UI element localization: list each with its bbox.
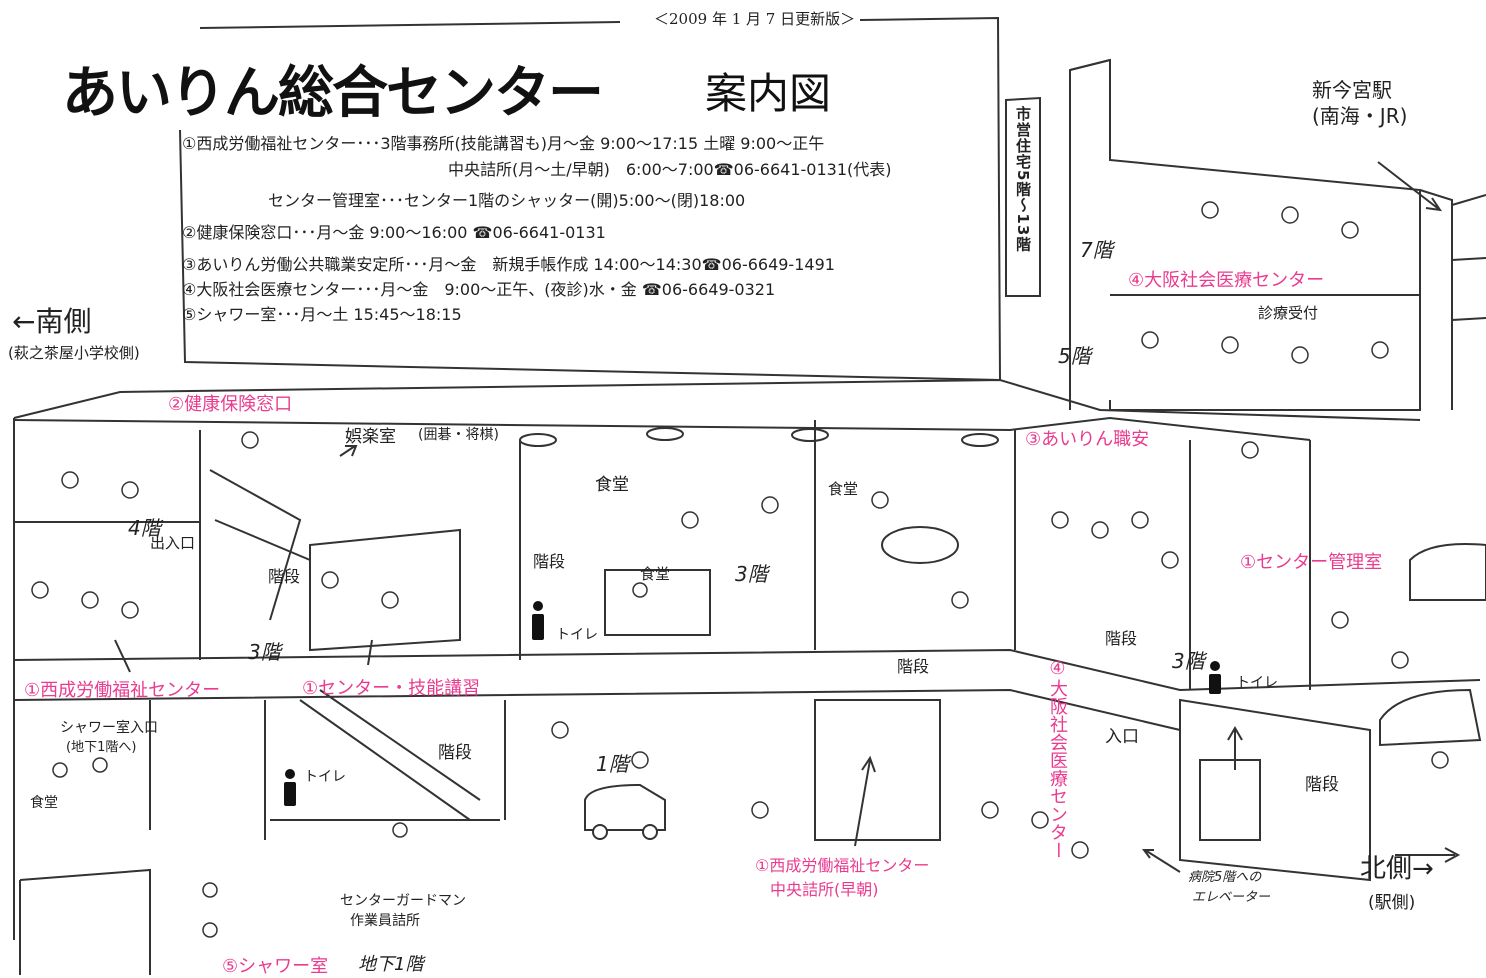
guardman-label: センターガードマン: [340, 893, 466, 909]
deiriguchi-label: 出入口: [150, 534, 196, 552]
south-direction-sub: (萩之茶屋小学校側): [8, 344, 140, 362]
floor-label: 3階: [248, 640, 281, 664]
iryo-side-label: ④大阪社会医療センター: [1047, 658, 1068, 859]
iriguchi-label: 入口: [1105, 727, 1139, 747]
shokuan-label: ③あいりん職安: [1025, 429, 1150, 450]
shinryo-label: 診療受付: [1258, 304, 1319, 322]
kaidan-label: 階段: [268, 567, 301, 586]
shower-entry-sub-label: (地下1階へ): [66, 740, 137, 755]
north-direction: 北側→: [1360, 854, 1434, 884]
nishinari-center-label: ①西成労働福祉センター: [24, 680, 221, 701]
header-frame-line: [199, 21, 621, 29]
elevator-sub-label: エレベーター: [1192, 890, 1271, 905]
kanri-label: ①センター管理室: [1240, 552, 1383, 573]
floor-label: 5階: [1058, 344, 1091, 368]
shokudo-label: 食堂: [640, 565, 671, 583]
info-line: センター管理室･･･センター1階のシャッター(開)5:00～(閉)18:00: [268, 191, 746, 210]
shokudo-label: 食堂: [595, 475, 629, 495]
kaidan-label: 階段: [897, 657, 930, 676]
station-sub: (南海・JR): [1312, 104, 1408, 128]
info-line: ③あいりん労働公共職業安定所･･･月～金 新規手帳作成 14:00～14:30☎…: [182, 255, 835, 274]
info-line: ②健康保険窓口･･･月～金 9:00～16:00 ☎06-6641-0131: [182, 223, 606, 242]
tsumesho-sub-label: 中央詰所(早朝): [770, 880, 879, 899]
kaidan-label: 階段: [1305, 775, 1339, 795]
ginou-koushu-label: ①センター・技能講習: [302, 678, 481, 699]
floor-label: 地下1階: [358, 954, 424, 975]
update-date: ＜2009 年 1 月 7 日更新版＞: [650, 8, 860, 29]
north-direction-sub: (駅側): [1368, 893, 1416, 913]
housing-label: 市営住宅5階～13階: [1014, 106, 1032, 253]
floor-label: 7階: [1080, 238, 1113, 262]
map-subtitle: 案内図: [705, 69, 832, 118]
goraku-label: 娯楽室: [345, 427, 396, 447]
info-line: ①西成労働福祉センター･･･3階事務所(技能講習も)月～金 9:00～17:15…: [182, 134, 825, 153]
map-title: あいりん総合センター: [62, 61, 604, 126]
info-line: 中央詰所(月～土/早朝) 6:00～7:00☎06-6641-0131(代表): [448, 160, 892, 179]
floor-label: 3階: [735, 562, 768, 586]
tsumesho-label: ①西成労働福祉センター: [755, 856, 930, 875]
goraku-sub-label: (囲碁・将棋): [418, 427, 499, 443]
shokudo-label: 食堂: [828, 480, 859, 498]
sagyoin-label: 作業員詰所: [350, 913, 420, 929]
south-direction: ←南側: [12, 305, 92, 338]
info-line: ⑤シャワー室･･･月～土 15:45～18:15: [182, 305, 462, 324]
shower-label: ⑤シャワー室: [222, 956, 329, 977]
toire-label: トイレ: [556, 627, 598, 643]
kaidan-label: 階段: [438, 743, 472, 763]
info-line: ④大阪社会医療センター･･･月～金 9:00～正午、(夜診)水・金 ☎06-66…: [182, 280, 776, 299]
station-name: 新今宮駅: [1312, 78, 1392, 102]
iryo-center-label: ④大阪社会医療センター: [1128, 270, 1325, 291]
floor-label: 4階: [128, 516, 161, 540]
kenko-hoken-label: ②健康保険窓口: [168, 394, 293, 415]
floor-label: 3階: [1172, 649, 1205, 673]
toire-label: トイレ: [1236, 675, 1278, 691]
shokudo-label: 食堂: [30, 795, 58, 811]
floor-label: 1階: [596, 752, 629, 776]
elevator-label: 病院5階への: [1188, 870, 1262, 885]
shower-entry-label: シャワー室入口: [60, 720, 158, 736]
toire-label: トイレ: [304, 769, 346, 785]
kaidan-label: 階段: [1105, 629, 1138, 648]
kaidan-label: 階段: [533, 552, 566, 571]
